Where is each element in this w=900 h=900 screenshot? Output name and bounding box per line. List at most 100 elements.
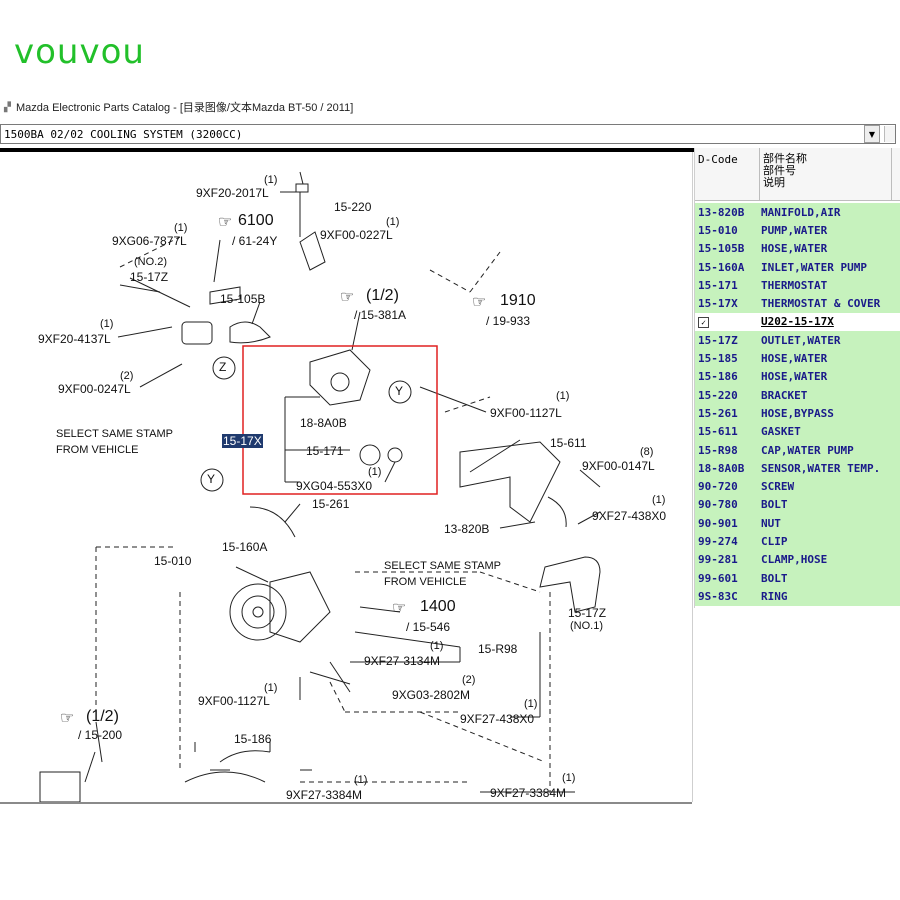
diagram-label: (NO.1) bbox=[570, 620, 603, 632]
diagram-ref[interactable]: / 15-546 bbox=[406, 620, 451, 634]
diagram-label[interactable]: 9XG04-553X0 bbox=[296, 479, 373, 493]
diagram-label[interactable]: 9XF00-1127L bbox=[198, 694, 270, 708]
part-dcode: 99-601 bbox=[698, 571, 738, 585]
diagram-label[interactable]: 9XF20-4137L bbox=[38, 332, 111, 346]
diagram-label[interactable]: 9XF20-2017L bbox=[196, 186, 269, 200]
part-name: HOSE,WATER bbox=[761, 370, 828, 384]
diagram-label[interactable]: 15-261 bbox=[312, 497, 350, 511]
dcode-column-header[interactable]: D-Code bbox=[698, 153, 738, 166]
diagram-label[interactable]: 9XF00-0147L bbox=[582, 459, 655, 473]
part-name: GASKET bbox=[761, 425, 801, 439]
diagram-label[interactable]: 9XF00-1127L bbox=[490, 406, 562, 420]
checkbox-checked-icon[interactable]: ✓ bbox=[698, 317, 709, 329]
diagram-ref[interactable]: / 15-381A bbox=[354, 308, 407, 322]
diagram-label[interactable]: 9XF27-438X0 bbox=[592, 509, 667, 523]
diagram-label[interactable]: 9XF27-3384M bbox=[490, 786, 567, 800]
diagram-label[interactable]: 9XG03-2802M bbox=[392, 688, 471, 702]
diagram-label: (1) bbox=[652, 494, 666, 506]
diagram-label[interactable]: 9XG06-7877L bbox=[112, 234, 187, 248]
chevron-down-icon[interactable]: ▼ bbox=[864, 125, 880, 143]
window-titlebar: ▞ Mazda Electronic Parts Catalog - [目录图像… bbox=[0, 96, 900, 118]
checkbox: ✓ bbox=[695, 315, 761, 329]
diagram-label[interactable]: 15-220 bbox=[334, 200, 372, 214]
ref-pointer-icon: ☞ bbox=[340, 289, 355, 306]
diagram-label[interactable]: 15-17Z bbox=[130, 270, 169, 284]
diagram-label: (2) bbox=[120, 370, 134, 382]
diagram-ref[interactable]: (1/2) bbox=[366, 287, 399, 304]
part-name: SENSOR,WATER TEMP. bbox=[761, 461, 881, 475]
scrollbar-stub[interactable] bbox=[884, 126, 895, 142]
diagram-label[interactable]: 9XF00-0227L bbox=[320, 228, 393, 242]
diagram-label: (2) bbox=[462, 674, 476, 686]
part-dcode: 9S-83C bbox=[698, 589, 738, 603]
diagram-ref[interactable]: 1910 bbox=[500, 292, 536, 309]
diagram-label: (1) bbox=[368, 466, 382, 478]
part-name: MANIFOLD,AIR bbox=[761, 205, 841, 219]
diagram-label[interactable]: 15-17Z bbox=[568, 606, 607, 620]
diagram-selector-value: 1500BA 02/02 COOLING SYSTEM (3200CC) bbox=[4, 127, 243, 141]
diagram-label[interactable]: 13-820B bbox=[444, 522, 490, 536]
part-name: OUTLET,WATER bbox=[761, 333, 841, 347]
diagram-label[interactable]: 15-105B bbox=[220, 292, 266, 306]
diagram-label[interactable]: 15-010 bbox=[154, 554, 192, 568]
diagram-label[interactable]: 15-186 bbox=[234, 732, 272, 746]
parts-diagram[interactable]: (1) 9XF20-2017L 15-220 (1) 9XF00-0227L ☞… bbox=[0, 152, 693, 802]
ref-pointer-icon: ☞ bbox=[60, 710, 75, 727]
column-divider[interactable] bbox=[891, 148, 892, 200]
diagram-label: (1) bbox=[430, 640, 444, 652]
name-column-header[interactable]: 部件名称 部件号 说明 bbox=[763, 153, 807, 189]
diagram-label[interactable]: 9XF27-3134M bbox=[364, 654, 441, 668]
diagram-label[interactable]: 15-171 bbox=[306, 444, 344, 458]
diagram-ref[interactable]: / 19-933 bbox=[486, 314, 531, 328]
diagram-label[interactable]: 15-611 bbox=[550, 436, 587, 450]
diagram-bottom-border bbox=[0, 802, 692, 804]
number-header-line: 部件号 bbox=[763, 164, 796, 177]
watermark-text: vouvou bbox=[14, 32, 145, 72]
part-dcode: 90-780 bbox=[698, 498, 738, 512]
column-divider[interactable] bbox=[759, 148, 760, 200]
diagram-ref[interactable]: 1400 bbox=[420, 598, 456, 615]
diagram-ref[interactable]: (1/2) bbox=[86, 708, 119, 725]
window-title: Mazda Electronic Parts Catalog - [目录图像/文… bbox=[16, 102, 354, 114]
diagram-label[interactable]: 9XF27-438X0 bbox=[460, 712, 535, 726]
diagram-label-highlighted[interactable]: 15-17X bbox=[222, 434, 263, 448]
diagram-label[interactable]: 9XF27-3384M bbox=[286, 788, 363, 802]
diagram-ref[interactable]: / 61-24Y bbox=[232, 234, 278, 248]
diagram-ref[interactable]: / 15-200 bbox=[78, 728, 123, 742]
diagram-label[interactable]: 15-R98 bbox=[478, 642, 518, 656]
parts-list-row-selected[interactable]: ✓U202-15-17X bbox=[695, 312, 900, 332]
part-name: HOSE,BYPASS bbox=[761, 406, 834, 420]
ref-pointer-icon: ☞ bbox=[218, 214, 233, 231]
diagram-ref[interactable]: 6100 bbox=[238, 212, 274, 229]
desc-header-line: 说明 bbox=[763, 176, 785, 189]
diagram-label[interactable]: 15-160A bbox=[222, 540, 268, 554]
part-name: INLET,WATER PUMP bbox=[761, 260, 867, 274]
diagram-selector[interactable]: 1500BA 02/02 COOLING SYSTEM (3200CC) ▼ bbox=[0, 124, 896, 144]
part-dcode: 99-281 bbox=[698, 553, 738, 567]
diagram-label[interactable]: 18-8A0B bbox=[300, 416, 347, 430]
parts-list-header: D-Code 部件名称 部件号 说明 bbox=[695, 148, 900, 201]
view-marker: Z bbox=[219, 360, 227, 374]
diagram-label[interactable]: 9XF00-0247L bbox=[58, 382, 131, 396]
